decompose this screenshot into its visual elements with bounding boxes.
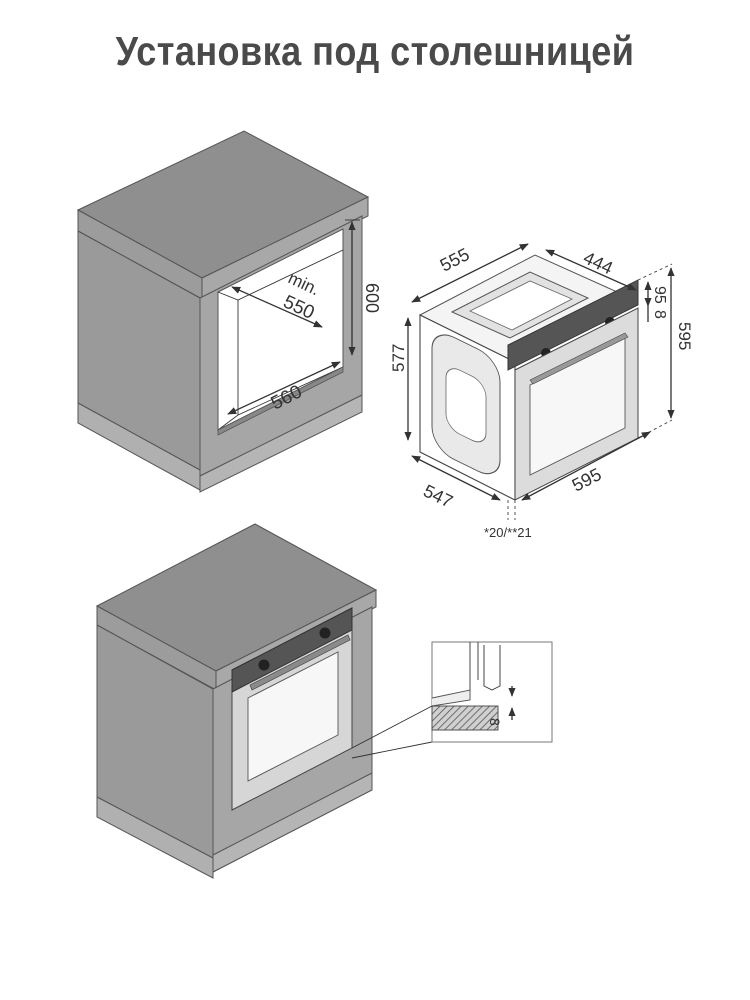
oven-height-right-label: 595 (675, 322, 694, 350)
detail-gap-label: 8 (487, 718, 503, 726)
gap-detail (431, 641, 553, 743)
oven-dimension-drawing (404, 243, 675, 520)
oven-panel-lower-label: 8 (651, 310, 668, 319)
oven-top-depth-label: 555 (437, 244, 473, 275)
oven-panel-upper-label: 95 (651, 286, 668, 304)
cabinet-with-oven (95, 523, 433, 879)
empty-cabinet (76, 130, 370, 493)
oven-door-note-label: *20/**21 (484, 525, 532, 540)
page-title: Установка под столешницей (115, 28, 635, 74)
oven-bottom-depth-label: 547 (420, 481, 456, 512)
oven-top-width-label: 444 (580, 247, 616, 278)
oven-height-left-label: 577 (389, 344, 408, 372)
niche-height-label: 600 (362, 283, 382, 313)
